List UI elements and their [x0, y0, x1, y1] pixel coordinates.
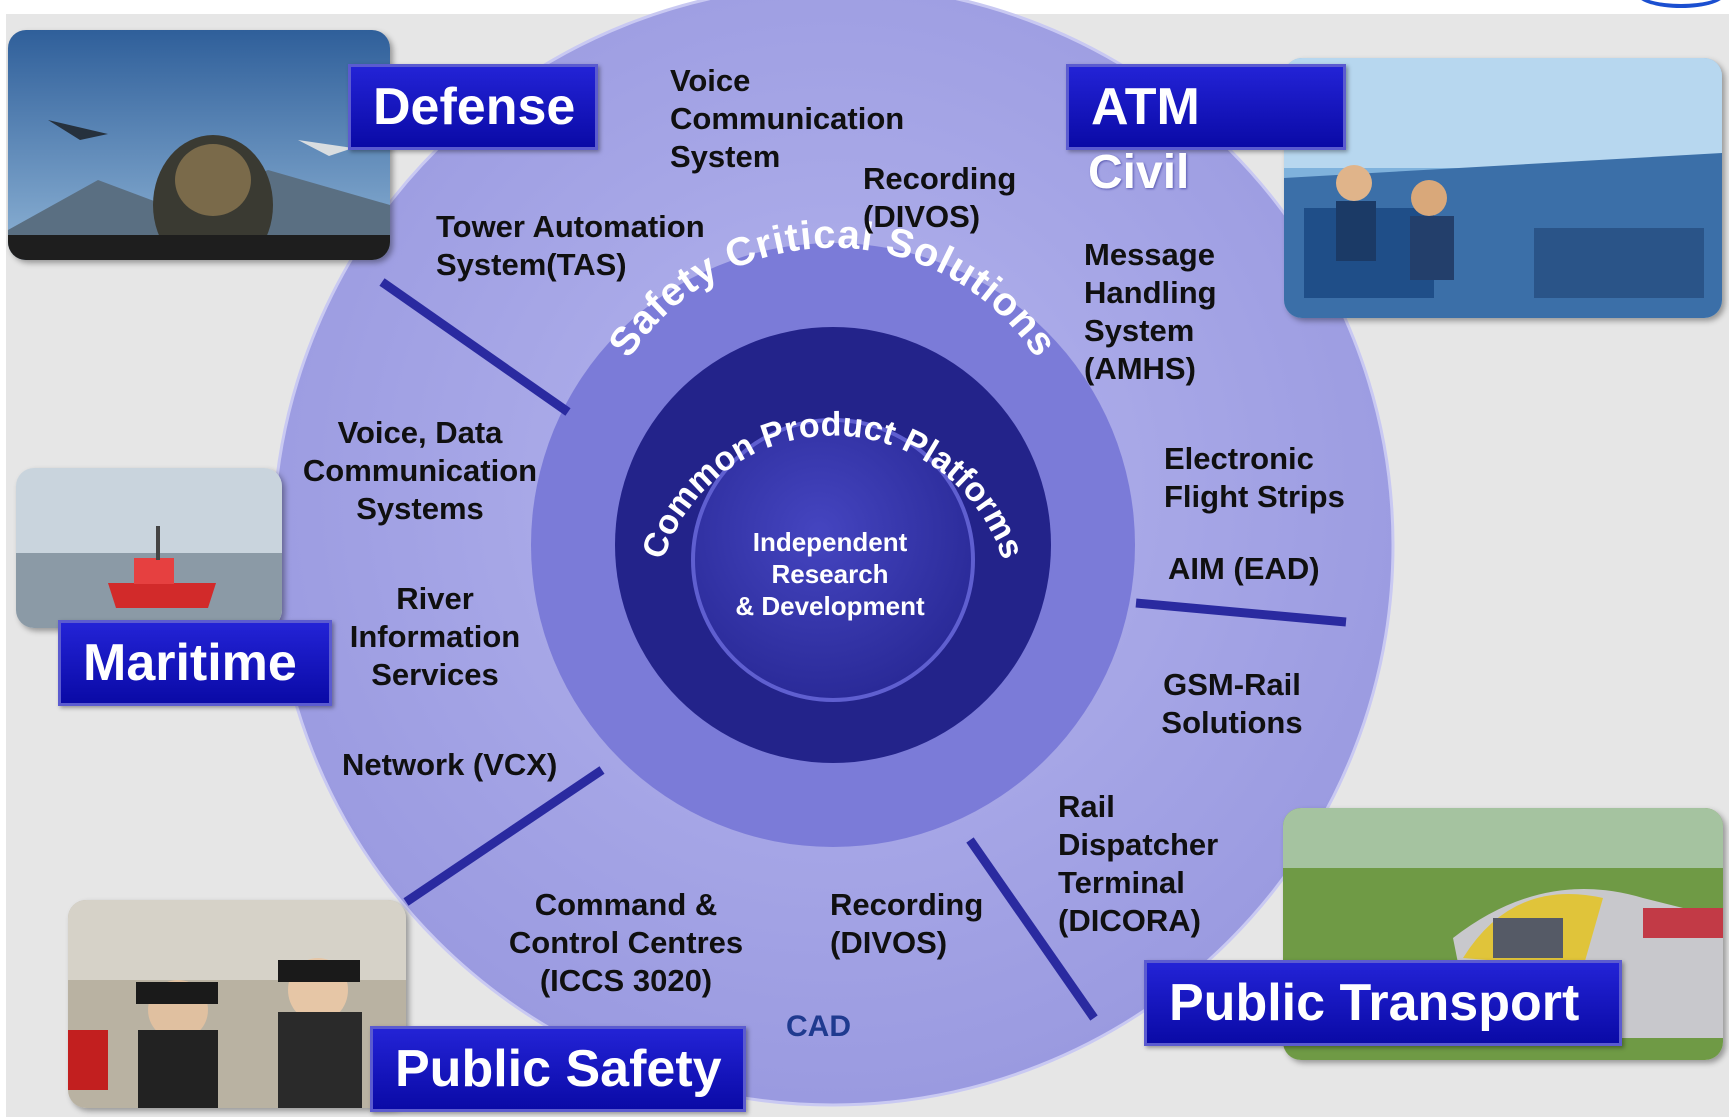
divider-line-lower-left: [403, 766, 605, 906]
core-label: Independent Research & Development: [735, 527, 925, 621]
cad-label: CAD: [786, 1010, 851, 1043]
voice-communication-system-label: Voice Communication System: [670, 63, 905, 174]
maritime-sector-label: Maritime: [58, 620, 332, 706]
tower-automation-label: Tower Automation System(TAS): [436, 209, 705, 282]
gsm-rail-solutions-label: GSM-Rail Solutions: [1161, 667, 1303, 740]
amhs-label: Message Handling System (AMHS): [1084, 237, 1217, 386]
defense-sector-label: Defense: [348, 64, 598, 150]
electronic-flight-strips-label: Electronic Flight Strips: [1164, 441, 1345, 514]
divider-line-right: [1135, 598, 1347, 627]
core-circle: [691, 418, 975, 702]
defense-photo: [8, 30, 390, 260]
aim-ead-label: AIM (EAD): [1168, 551, 1320, 586]
divider-line-lower-right: [966, 837, 1098, 1021]
public-transport-sector-label: Public Transport: [1144, 960, 1622, 1046]
rail-dispatcher-terminal-label: Rail Dispatcher Terminal (DICORA): [1058, 789, 1219, 938]
atm-sector-label: ATM: [1066, 64, 1346, 150]
river-information-services-label: River Information Services: [349, 581, 521, 692]
command-control-centres-label: Command & Control Centres (ICCS 3020): [508, 887, 744, 998]
atm-photo: [1284, 58, 1722, 318]
atm-civil-sublabel: Civil: [1088, 146, 1190, 199]
maritime-photo: [16, 468, 282, 628]
network-vcx-label: Network (VCX): [342, 747, 558, 782]
public-safety-photo: [68, 900, 406, 1108]
recording-divos-bottom-label: Recording (DIVOS): [830, 887, 984, 960]
voice-data-communication-label: Voice, Data Communication Systems: [302, 415, 538, 526]
divider-line-upper-left: [379, 278, 571, 416]
recording-divos-top-label: Recording (DIVOS): [863, 161, 1017, 234]
public-safety-sector-label: Public Safety: [370, 1026, 746, 1112]
